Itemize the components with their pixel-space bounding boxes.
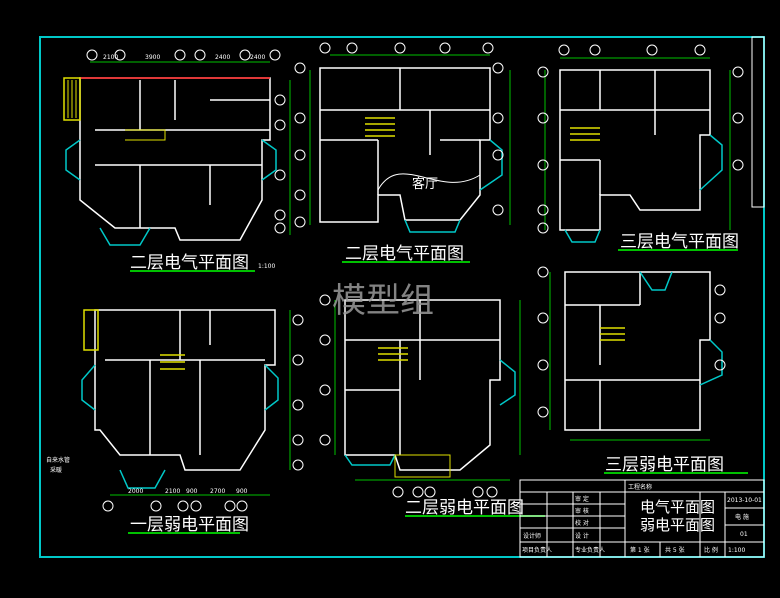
drawing-frame bbox=[39, 36, 765, 558]
plan-1-axis-labels bbox=[86, 49, 286, 234]
tb-row: 设计师 bbox=[523, 532, 541, 540]
tb-row: 项目负责人 bbox=[522, 546, 552, 554]
plan-title: 二层弱电平面图 bbox=[405, 498, 524, 518]
sheet-total: 共 5 张 bbox=[665, 546, 685, 554]
date: 2013-10-01 bbox=[727, 497, 762, 504]
discipline: 电 施 bbox=[735, 513, 749, 521]
plan-3-axis-labels bbox=[537, 44, 744, 234]
plan-6 bbox=[549, 271, 723, 441]
dim-label: 3900 bbox=[145, 54, 160, 61]
plan-4 bbox=[81, 309, 291, 496]
dim-label: 900 bbox=[186, 488, 198, 495]
dim-label: 2000 bbox=[128, 488, 143, 495]
plan-5 bbox=[334, 299, 521, 481]
dim-label: 2100 bbox=[103, 54, 118, 61]
plan-title: 一层弱电平面图 bbox=[130, 515, 249, 535]
note-label: 采暖 bbox=[50, 466, 62, 474]
project-name-label: 工程名称 bbox=[628, 483, 652, 491]
scale-value: 1:100 bbox=[728, 547, 745, 554]
revision-strip bbox=[751, 36, 765, 208]
plan-title: 二层电气平面图 bbox=[345, 244, 464, 264]
plan-2 bbox=[309, 54, 511, 233]
drawing-number: 01 bbox=[740, 531, 748, 538]
watermark: 模型组 bbox=[332, 281, 434, 321]
plan-title: 三层电气平面图 bbox=[620, 232, 739, 252]
tb-row: 设 计 bbox=[575, 532, 589, 540]
plan-title: 二层电气平面图 bbox=[130, 253, 249, 273]
plan-4-axis-labels bbox=[102, 314, 304, 512]
tb-row: 校 对 bbox=[575, 519, 589, 527]
dim-label: 900 bbox=[236, 488, 248, 495]
plan-2-axis-labels bbox=[294, 42, 504, 228]
sheet-no: 第 1 张 bbox=[630, 546, 650, 554]
dim-label: 2400 bbox=[250, 54, 265, 61]
tb-row: 专业负责人 bbox=[575, 546, 605, 554]
plan-3 bbox=[544, 57, 731, 243]
tb-row: 审 定 bbox=[575, 495, 589, 503]
room-label: 客厅 bbox=[412, 176, 438, 192]
tb-row: 审 核 bbox=[575, 507, 589, 515]
dim-label: 2400 bbox=[215, 54, 230, 61]
drawing-title-2: 弱电平面图 bbox=[640, 516, 715, 534]
title-block bbox=[519, 479, 765, 558]
plan-6-axis-labels bbox=[537, 266, 726, 418]
dim-label: 2700 bbox=[210, 488, 225, 495]
dim-label: 2100 bbox=[165, 488, 180, 495]
drawing-title-1: 电气平面图 bbox=[640, 498, 715, 516]
note-label: 自来水管 bbox=[46, 456, 70, 464]
scale-label: 1:100 bbox=[258, 263, 275, 270]
plan-5-axis-labels bbox=[319, 294, 498, 498]
plan-title: 三层弱电平面图 bbox=[605, 455, 724, 475]
scale-label: 比 例 bbox=[704, 546, 718, 554]
plan-1 bbox=[63, 61, 291, 246]
